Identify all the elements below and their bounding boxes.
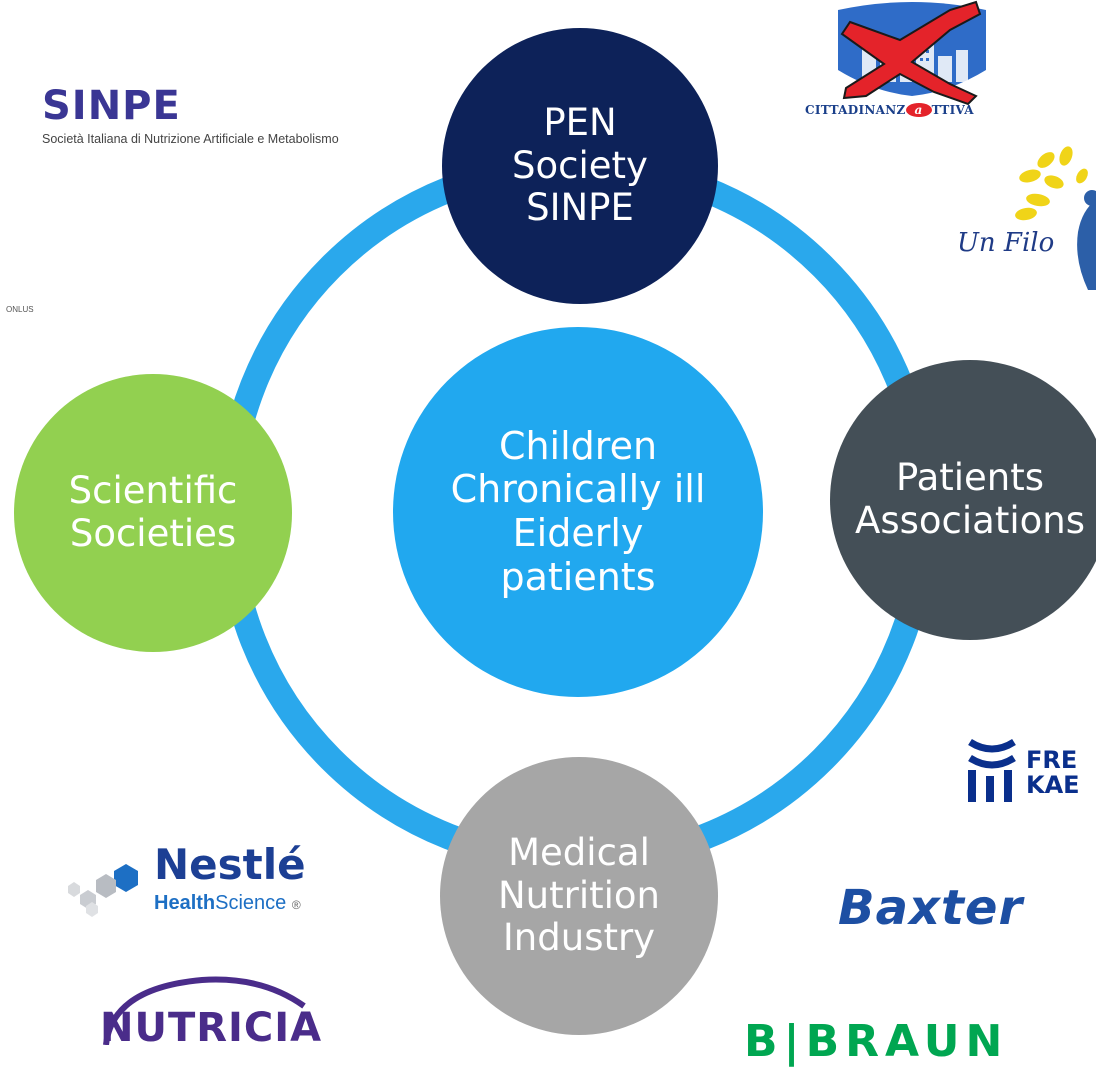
node-pen-society: PEN Society SINPE: [442, 28, 718, 304]
nestle-word: Nestlé: [154, 840, 306, 889]
fresenius-kabi-logo: FRE KAE: [962, 730, 1096, 810]
tree-figure-icon: [1015, 146, 1096, 290]
node-label-line: Society: [512, 143, 648, 187]
node-scientific-societies: Scientific Societies: [14, 374, 292, 652]
sinpe-logo-subtitle: Società Italiana di Nutrizione Artificia…: [42, 132, 339, 146]
node-label-line: PEN: [543, 101, 617, 145]
citta-text-before: CITTADINANZ: [805, 103, 906, 117]
node-label-line: Patients: [895, 456, 1045, 500]
bbraun-logo: B|BRAUN: [744, 1016, 1009, 1067]
node-label-line: Associations: [855, 499, 1085, 542]
nutricia-logo: NUTRICIA: [92, 976, 332, 1051]
unfilo-text: Un Filo: [957, 228, 1055, 258]
node-patients-center: Children Chronically ill Eiderly patient…: [393, 327, 763, 697]
nestle-sub-bold: Health: [154, 892, 216, 914]
nutricia-word: NUTRICIA: [100, 1005, 323, 1051]
node-label-line: Eiderly: [512, 511, 644, 555]
node-medical-nutrition-industry: Medical Nutrition Industry: [440, 757, 718, 1035]
citta-text-after: TTIVA: [931, 103, 974, 117]
node-label-line: Medical: [508, 831, 650, 875]
node-label-line: Chronically ill: [450, 467, 706, 512]
nestle-subtitle: HealthScience ®: [154, 892, 301, 915]
nutricia-arc-icon: [103, 976, 306, 1045]
hexagon-cluster-icon: [68, 864, 138, 917]
fresenius-line2: KAE: [1026, 771, 1080, 800]
fresenius-line1: FRE: [1026, 746, 1078, 774]
sinpe-logo: SINPE Società Italiana di Nutrizione Art…: [42, 86, 339, 146]
node-label-line: Industry: [502, 916, 656, 960]
nestle-sub-regular: Science: [215, 892, 287, 914]
node-patients-associations: Patients Associations: [830, 360, 1096, 640]
registered-mark: ®: [291, 898, 301, 912]
node-label-line: Children: [498, 423, 658, 468]
node-label-line: SINPE: [526, 186, 634, 230]
node-label-line: Nutrition: [497, 873, 660, 917]
fresenius-icon: [968, 738, 1016, 802]
citta-text-a: a: [905, 103, 932, 117]
unfilo-logo: Un Filo: [950, 140, 1096, 290]
node-label-line: patients: [500, 554, 656, 599]
nestle-health-science-logo: Nestlé HealthScience ®: [66, 842, 326, 922]
fresenius-text: FRE KAE: [1026, 746, 1080, 800]
node-label-line: Societies: [69, 512, 237, 555]
sinpe-logo-word: SINPE: [42, 83, 181, 129]
node-label-line: Scientific: [68, 469, 238, 513]
baxter-logo: Baxter: [838, 880, 1024, 936]
runner-icon: [838, 0, 986, 106]
onlus-label: ONLUS: [6, 305, 34, 314]
